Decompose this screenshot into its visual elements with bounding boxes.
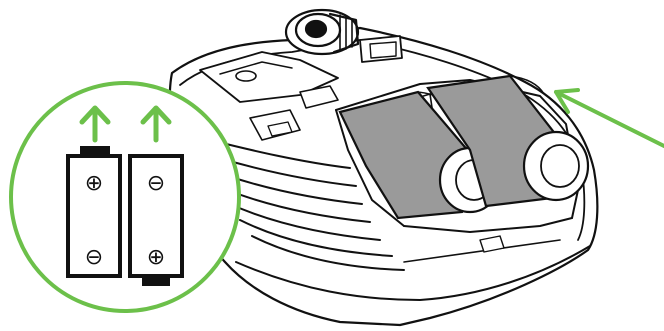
battery-2-bottom-terminal: ⊕	[147, 245, 165, 270]
battery-orientation-inset: ⊕ ⊖ ⊖ ⊕	[11, 83, 239, 311]
scroll-wheel	[286, 10, 358, 54]
battery-1-top-terminal: ⊕	[85, 171, 103, 196]
inset-battery-2: ⊖ ⊕	[130, 156, 182, 286]
battery-1-bottom-terminal: ⊖	[85, 245, 103, 270]
inset-battery-1: ⊕ ⊖	[68, 146, 120, 276]
battery-2-top-terminal: ⊖	[147, 171, 165, 196]
